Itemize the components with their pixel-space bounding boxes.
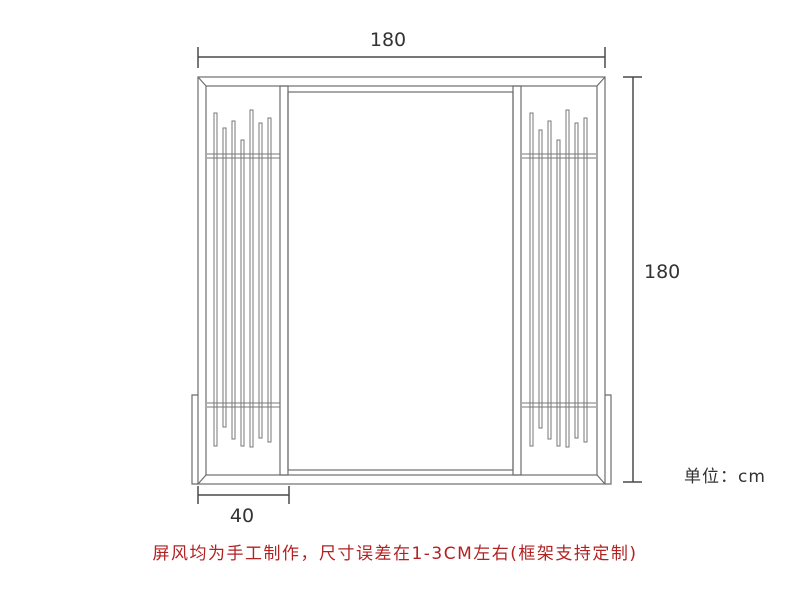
center-panel [279,85,522,476]
base-feet [191,394,612,485]
caption-note: 屏风均为手工制作，尺寸误差在1-3CM左右(框架支持定制) [152,544,638,564]
right-rod-panel [522,109,596,448]
width-label: 180 [370,29,406,51]
height-dimension: 180 [623,76,680,483]
height-label: 180 [644,261,680,283]
width-dimension: 180 [197,29,606,68]
left-rod-panel [207,109,280,448]
panel-width-label: 40 [230,505,254,527]
unit-label: 单位：cm [684,467,766,487]
outer-frame [197,76,606,485]
panel-width-dimension: 40 [197,486,290,527]
